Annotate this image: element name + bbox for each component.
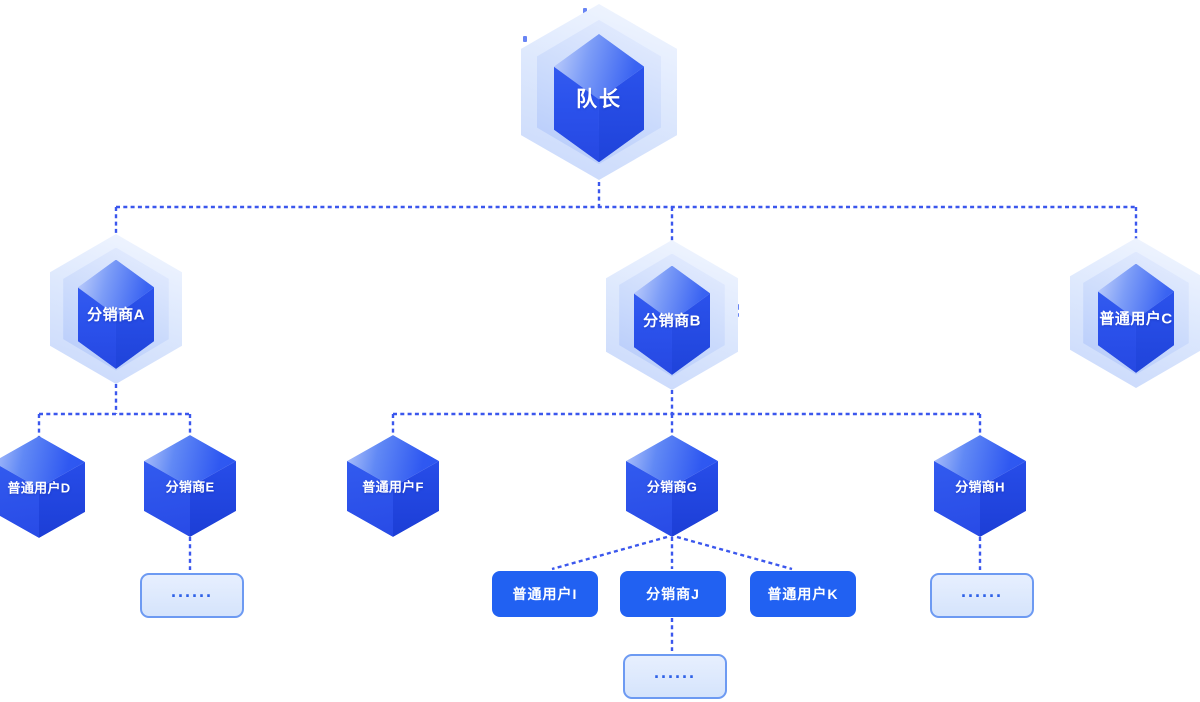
connector-g-to-user-k <box>676 535 793 571</box>
hexagon-cube: 分销商G <box>626 435 718 537</box>
hexagon-cube: 普通用户F <box>347 435 439 537</box>
node-user-i: 普通用户I <box>492 571 598 617</box>
node-distributor-b: 分销商B <box>606 240 738 390</box>
node-distributor-h: 分销商H <box>934 435 1026 537</box>
hexagon-cube: 分销商E <box>144 435 236 537</box>
node-distributor-g-label: 分销商G <box>646 479 698 495</box>
hexagon-cube: 分销商A <box>77 259 155 369</box>
ellipsis-label: ...... <box>170 580 213 601</box>
ellipsis-label: ...... <box>960 580 1003 601</box>
hexagon-cube: 普通用户D <box>0 436 85 538</box>
hexagon-cube: 分销商H <box>934 435 1026 537</box>
node-user-f: 普通用户F <box>347 435 439 537</box>
ellipsis-box-under-e: ...... <box>140 573 244 618</box>
node-distributor-b-label: 分销商B <box>643 312 701 330</box>
node-distributor-a: 分销商A <box>50 234 182 384</box>
hexagon-cube: 普通用户C <box>1097 263 1175 373</box>
ellipsis-box-under-j: ...... <box>623 654 727 699</box>
decor-dash <box>523 36 527 42</box>
decor-dash <box>583 8 587 15</box>
hexagon-cube: 队长 <box>553 33 645 163</box>
connector-g-to-user-i <box>551 535 668 571</box>
node-user-c-label: 普通用户C <box>1099 310 1173 328</box>
node-user-d-label: 普通用户D <box>7 480 71 496</box>
node-user-i-label: 普通用户I <box>512 586 578 602</box>
node-captain: 队长 <box>521 4 677 180</box>
node-distributor-j: 分销商J <box>620 571 726 617</box>
ellipsis-box-under-h: ...... <box>930 573 1034 618</box>
ellipsis-label: ...... <box>653 661 696 682</box>
node-user-c: 普通用户C <box>1070 238 1200 388</box>
node-distributor-j-label: 分销商J <box>646 586 700 602</box>
node-user-f-label: 普通用户F <box>362 479 424 495</box>
node-distributor-a-label: 分销商A <box>87 306 145 324</box>
node-user-d: 普通用户D <box>0 436 85 538</box>
node-captain-label: 队长 <box>575 88 622 112</box>
hexagon-cube: 分销商B <box>633 265 711 375</box>
node-distributor-g: 分销商G <box>626 435 718 537</box>
node-distributor-e-label: 分销商E <box>165 479 215 495</box>
node-user-k: 普通用户K <box>750 571 856 617</box>
node-distributor-e: 分销商E <box>144 435 236 537</box>
node-distributor-h-label: 分销商H <box>955 479 1005 495</box>
node-user-k-label: 普通用户K <box>767 586 839 602</box>
